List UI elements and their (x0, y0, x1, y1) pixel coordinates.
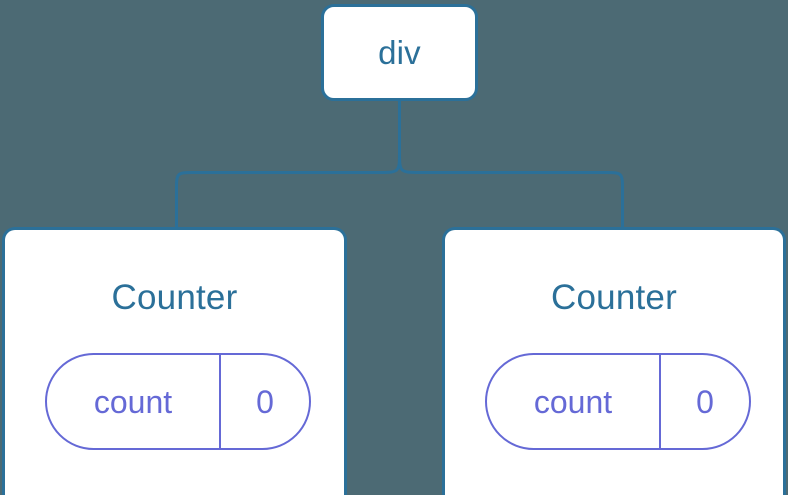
state-pill-right[interactable]: count 0 (485, 353, 751, 450)
connector-to-left-counter (175, 151, 401, 228)
state-key-left: count (47, 355, 221, 448)
node-counter-left[interactable]: Counter count 0 (2, 227, 347, 495)
node-counter-left-title: Counter (111, 278, 238, 317)
node-counter-right-title: Counter (551, 278, 677, 317)
connector-to-right-counter (398, 151, 624, 228)
node-counter-right[interactable]: Counter count 0 (442, 227, 786, 495)
node-div-label: div (378, 34, 421, 71)
state-key-right: count (487, 355, 661, 448)
state-pill-left[interactable]: count 0 (45, 353, 311, 450)
state-value-right: 0 (696, 383, 714, 420)
node-div[interactable]: div (321, 4, 478, 101)
state-value-left: 0 (256, 383, 274, 420)
